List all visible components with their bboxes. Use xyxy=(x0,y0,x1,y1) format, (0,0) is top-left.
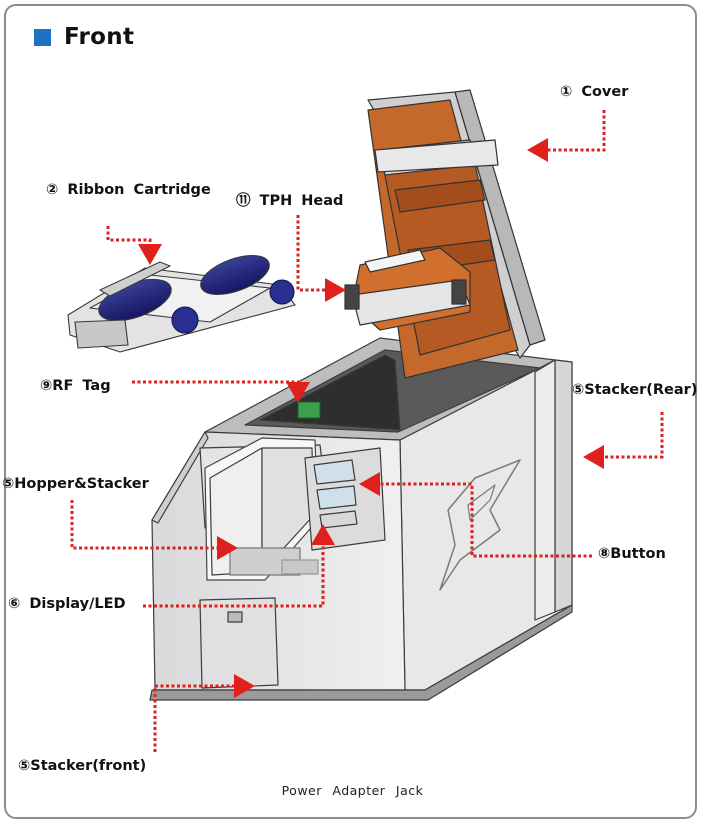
arrow-stacker-front xyxy=(153,674,255,752)
label-hopper-stacker: ⑤Hopper&Stacker xyxy=(2,476,149,492)
caption-power-adapter-jack: Power Adapter Jack xyxy=(281,783,424,798)
section-heading: Front xyxy=(34,24,134,50)
label-tph-head: ⑪ TPH Head xyxy=(236,193,344,209)
label-rf-tag: ⑨RF Tag xyxy=(40,378,111,394)
arrow-stacker-rear xyxy=(583,412,664,469)
arrow-display xyxy=(143,524,335,608)
printer-cover xyxy=(344,89,546,379)
arrow-rf xyxy=(132,380,310,403)
rf-tag-part xyxy=(297,401,321,419)
arrow-ribbon xyxy=(106,226,162,265)
label-stacker-rear: ⑤Stacker(Rear) xyxy=(572,382,698,398)
printer-body xyxy=(149,337,573,701)
label-button: ⑧Button xyxy=(598,546,666,562)
arrow-cover xyxy=(527,110,606,162)
label-display-led: ⑥ Display/LED xyxy=(8,596,126,612)
ribbon-cartridge xyxy=(67,255,296,353)
callout-arrows xyxy=(70,110,664,752)
heading-title: Front xyxy=(64,24,135,50)
label-ribbon-cartridge: ② Ribbon Cartridge xyxy=(46,182,211,198)
arrow-button xyxy=(359,472,592,558)
label-stacker-front: ⑤Stacker(front) xyxy=(18,758,147,774)
arrow-hopper xyxy=(70,500,238,560)
label-cover: ① Cover xyxy=(560,84,629,100)
arrow-tph xyxy=(296,215,346,302)
heading-square-icon xyxy=(34,28,51,46)
